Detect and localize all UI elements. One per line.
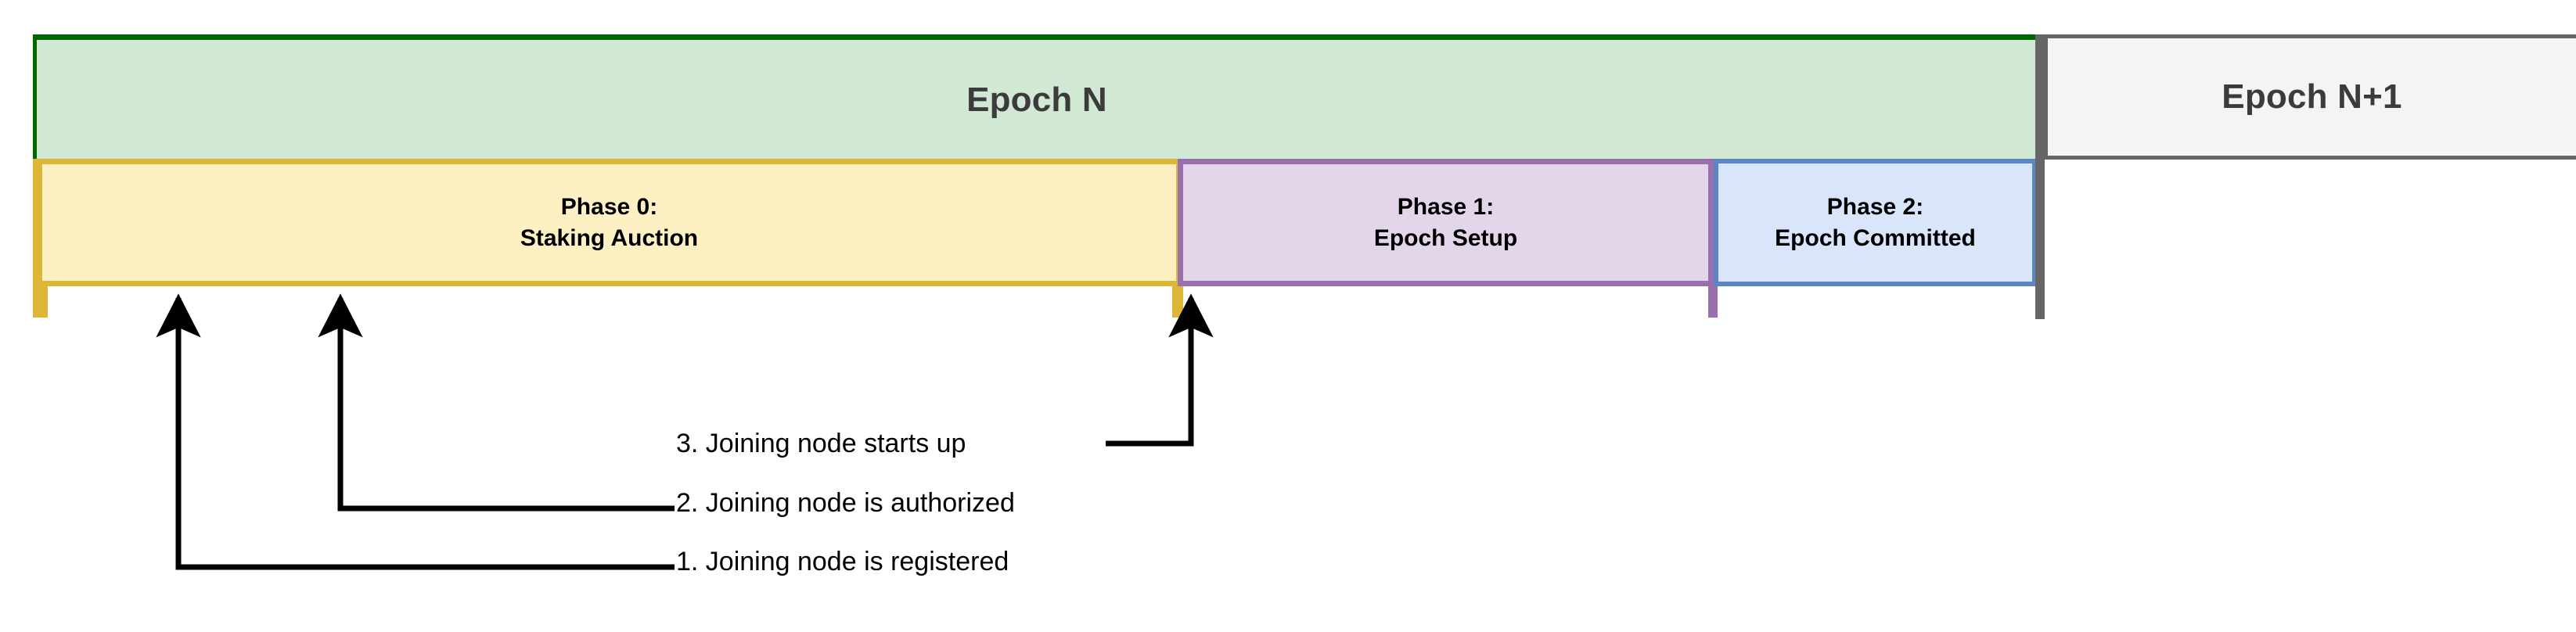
phase-0-title: Phase 0: xyxy=(560,193,658,220)
annotation-2-connector xyxy=(318,293,675,512)
annotation-3-label: 3. Joining node starts up xyxy=(676,429,966,458)
annotation-3-connector xyxy=(1106,293,1214,447)
phase-0-subtitle: Staking Auction xyxy=(520,224,699,251)
phase-2-subtitle: Epoch Committed xyxy=(1775,224,1976,251)
phase-1-title: Phase 1: xyxy=(1397,193,1495,220)
phase-0-box: Phase 0: Staking Auction xyxy=(37,159,1182,286)
epoch-n-box: Epoch N xyxy=(37,34,2037,160)
epoch-n-plus-1-box: Epoch N+1 xyxy=(2044,34,2576,160)
phase-1-subtitle: Epoch Setup xyxy=(1373,224,1518,251)
epoch-boundary-divider xyxy=(2035,34,2045,319)
annotation-1-label: 1. Joining node is registered xyxy=(676,547,1009,576)
epoch-n-plus-1-label: Epoch N+1 xyxy=(2222,77,2402,116)
phase-2-title: Phase 2: xyxy=(1826,193,1924,220)
annotation-1-connector xyxy=(156,293,675,570)
phase-2-box: Phase 2: Epoch Committed xyxy=(1714,159,2037,286)
annotation-2-label: 2. Joining node is authorized xyxy=(676,488,1015,518)
phase-1-box: Phase 1: Epoch Setup xyxy=(1178,159,1714,286)
epoch-n-label: Epoch N xyxy=(966,80,1107,119)
